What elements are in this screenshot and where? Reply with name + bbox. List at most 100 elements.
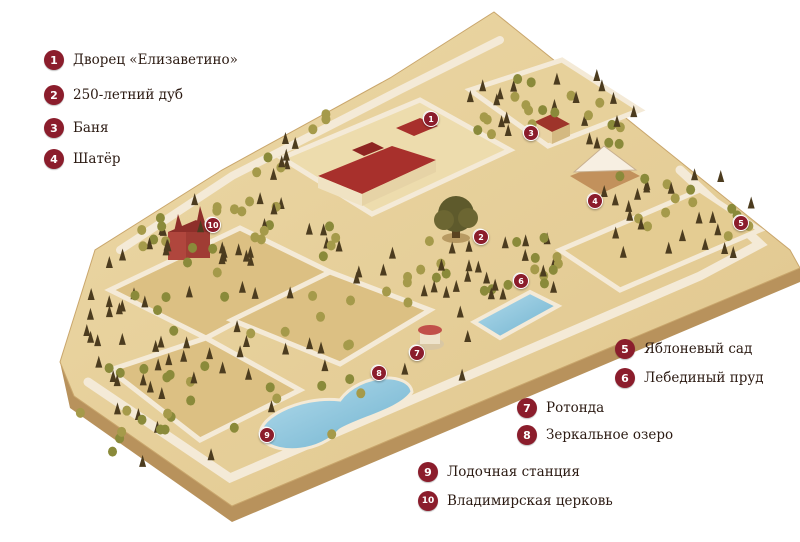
map-pin-label[interactable]: 3: [523, 125, 539, 141]
legend-item-boat-station: 9 Лодочная станция: [418, 461, 580, 483]
pine-tree: [626, 208, 634, 221]
legend-item-oak: 2 250-летний дуб: [44, 84, 183, 106]
pine-tree: [539, 264, 547, 277]
pine-tree: [637, 217, 645, 230]
deciduous-tree: [441, 268, 451, 279]
map-pin-label[interactable]: 7: [409, 345, 425, 361]
north-path: [116, 36, 504, 254]
pine-tree: [522, 234, 530, 247]
deciduous-tree: [530, 264, 540, 275]
deciduous-tree: [539, 232, 549, 243]
map-pin-label[interactable]: 1: [423, 111, 439, 127]
deciduous-tree: [153, 305, 163, 316]
deciduous-tree: [265, 382, 275, 393]
pine-tree: [695, 211, 703, 224]
pine-tree: [487, 287, 495, 300]
map-pin-label[interactable]: 10: [205, 217, 221, 233]
pine-tree: [464, 330, 472, 343]
pine-tree: [119, 248, 127, 261]
deciduous-tree: [416, 264, 426, 275]
pine-tree: [105, 295, 113, 308]
legend-label: Баня: [73, 120, 109, 136]
legend-item-rotunda: 7 Ротонда: [517, 397, 604, 419]
pine-tree: [218, 252, 226, 265]
deciduous-tree: [212, 202, 222, 213]
pine-tree: [256, 192, 264, 205]
pine-tree: [94, 334, 102, 347]
deciduous-tree: [321, 114, 331, 125]
map-pin-label[interactable]: 5: [733, 215, 749, 231]
legend-item-palace: 1 Дворец «Елизаветино»: [44, 49, 238, 71]
pine-tree: [207, 448, 215, 461]
legend-badge: 7: [517, 398, 537, 418]
legend-item-bathhouse: 3 Баня: [44, 117, 108, 139]
deciduous-tree: [220, 291, 230, 302]
deciduous-tree: [424, 236, 434, 247]
pine-tree: [691, 168, 699, 181]
deciduous-tree: [259, 225, 269, 236]
deciduous-tree: [183, 257, 193, 268]
pine-tree: [717, 169, 725, 182]
deciduous-tree: [186, 395, 196, 406]
pine-tree: [317, 341, 325, 354]
legend-label: Шатёр: [73, 151, 121, 167]
legend-label: Ротонда: [546, 400, 605, 416]
pine-tree: [593, 69, 601, 82]
deciduous-tree: [614, 138, 624, 149]
pine-tree: [270, 202, 278, 215]
pine-tree: [619, 245, 627, 258]
deciduous-tree: [326, 240, 336, 251]
deciduous-tree: [317, 380, 327, 391]
pine-tree: [586, 132, 594, 145]
deciduous-tree: [200, 361, 210, 372]
pine-tree: [355, 265, 363, 278]
deciduous-tree: [643, 221, 653, 232]
pine-tree: [152, 339, 160, 352]
deciduous-tree: [165, 369, 175, 380]
pine-tree: [83, 323, 91, 336]
legend-label: Зеркальное озеро: [546, 427, 674, 443]
pine-tree: [553, 72, 561, 85]
pine-tree: [721, 241, 729, 254]
pine-tree: [598, 79, 606, 92]
legend-badge: 4: [44, 149, 64, 169]
deciduous-tree: [512, 236, 522, 247]
pine-tree: [456, 305, 464, 318]
deciduous-tree: [122, 405, 132, 416]
pine-tree: [388, 246, 396, 259]
old-oak-tree: [434, 196, 478, 243]
pine-tree: [154, 358, 162, 371]
deciduous-tree: [155, 213, 165, 224]
deciduous-tree: [250, 232, 260, 243]
deciduous-tree: [138, 241, 148, 252]
tree-group: [75, 69, 755, 467]
pine-tree: [479, 79, 487, 92]
legend-badge: 6: [615, 368, 635, 388]
deciduous-tree: [161, 292, 171, 303]
map-pin-label[interactable]: 9: [259, 427, 275, 443]
pine-tree: [600, 185, 608, 198]
deciduous-tree: [263, 152, 273, 163]
pine-tree: [247, 253, 255, 266]
pine-tree: [245, 367, 253, 380]
deciduous-tree: [403, 271, 413, 282]
pine-tree: [437, 258, 445, 271]
map-pin-label[interactable]: 4: [587, 193, 603, 209]
deciduous-tree: [318, 251, 328, 262]
map-pin-label[interactable]: 8: [371, 365, 387, 381]
deciduous-tree: [104, 363, 114, 374]
mirror-lake: [258, 376, 414, 452]
pine-tree: [466, 90, 474, 103]
pine-tree: [183, 336, 191, 349]
pine-tree: [709, 210, 717, 223]
deciduous-tree: [237, 206, 247, 217]
pine-tree: [504, 123, 512, 136]
deciduous-tree: [163, 408, 173, 419]
apple-orchard-plot: [554, 187, 766, 293]
map-pin-label[interactable]: 6: [513, 273, 529, 289]
pine-tree: [483, 271, 491, 284]
pine-tree: [118, 332, 126, 345]
deciduous-tree: [308, 124, 318, 135]
map-pin-label[interactable]: 2: [473, 229, 489, 245]
